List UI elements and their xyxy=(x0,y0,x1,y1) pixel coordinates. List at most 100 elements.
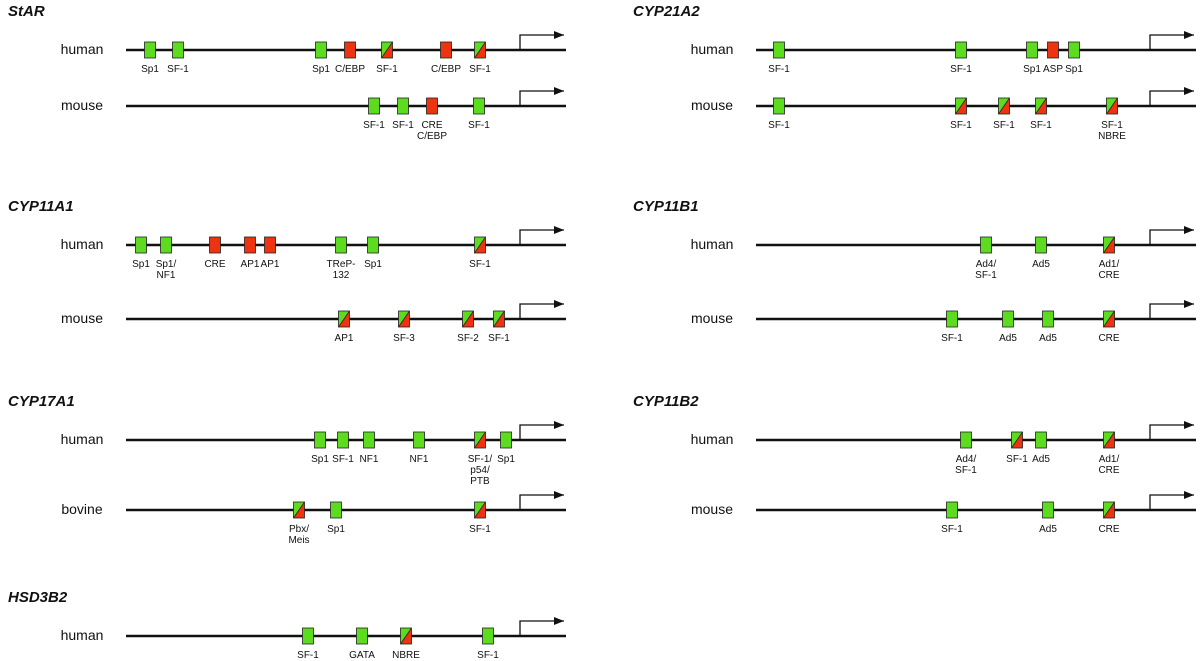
element-outline xyxy=(1103,310,1115,328)
binding-element-green: SF-1 xyxy=(477,627,499,661)
element-label: SF-1 xyxy=(469,64,491,75)
binding-element-split: SF-2 xyxy=(457,310,479,344)
binding-element-green: Sp1 xyxy=(1023,41,1041,75)
element-divider xyxy=(462,310,474,328)
element-label: SF-1 xyxy=(332,454,354,465)
element-box xyxy=(946,501,958,519)
element-box xyxy=(356,627,368,645)
element-box xyxy=(473,97,485,115)
binding-element-green: Sp1 xyxy=(141,41,159,75)
element-label: SF-1 xyxy=(1006,454,1028,465)
element-label: Ad5 xyxy=(1039,524,1057,535)
binding-element-split: SF-1 xyxy=(993,97,1015,131)
binding-element-split: SF-3 xyxy=(393,310,415,344)
transcription-start-arrow xyxy=(1149,491,1194,510)
element-box xyxy=(172,41,184,59)
element-box xyxy=(1026,41,1038,59)
binding-element-green: SF-1 xyxy=(768,41,790,75)
element-label: Sp1 xyxy=(497,454,515,465)
element-label: SF-1 xyxy=(955,465,977,476)
element-label: NF1 xyxy=(157,270,176,281)
element-label: Ad4/ xyxy=(976,259,997,270)
element-outline xyxy=(1103,236,1115,254)
element-label: AP1 xyxy=(261,259,280,270)
element-label: CRE xyxy=(1098,524,1119,535)
element-label: AP1 xyxy=(335,333,354,344)
transcription-start-arrow xyxy=(519,87,564,106)
binding-element-split: Ad1/CRE xyxy=(1098,236,1120,281)
element-label: GATA xyxy=(349,650,375,661)
binding-element-red: AP1 xyxy=(241,236,260,270)
element-divider xyxy=(1103,236,1115,254)
binding-element-red: ASP xyxy=(1043,41,1063,75)
binding-element-red: C/EBP xyxy=(335,41,365,75)
binding-element-green: Sp1 xyxy=(497,431,515,465)
element-divider xyxy=(400,627,412,645)
element-outline xyxy=(474,431,486,449)
binding-element-green: SF-1 xyxy=(392,97,414,131)
element-outline xyxy=(293,501,305,519)
binding-element-green: Sp1 xyxy=(327,501,345,535)
binding-element-green: Sp1/NF1 xyxy=(156,236,177,281)
element-label: NF1 xyxy=(360,454,379,465)
element-divider xyxy=(1106,97,1118,115)
element-outline xyxy=(474,41,486,59)
element-label: SF-1 xyxy=(469,259,491,270)
element-label: SF-1 xyxy=(950,64,972,75)
element-outline xyxy=(381,41,393,59)
binding-element-split: NBRE xyxy=(392,627,420,661)
element-outline xyxy=(398,310,410,328)
element-box xyxy=(482,627,494,645)
transcription-start-arrow xyxy=(1149,300,1194,319)
binding-element-green: GATA xyxy=(349,627,375,661)
binding-element-green: SF-1 xyxy=(332,431,354,465)
transcription-start-arrow xyxy=(519,31,564,50)
element-outline xyxy=(1106,97,1118,115)
element-outline xyxy=(474,501,486,519)
binding-element-green: Sp1 xyxy=(132,236,150,270)
element-label: SF-1 xyxy=(1101,120,1123,131)
element-label: SF-1 xyxy=(468,120,490,131)
element-label: SF-1 xyxy=(167,64,189,75)
binding-element-red: AP1 xyxy=(261,236,280,270)
gene-title: CYP11B2 xyxy=(633,393,699,410)
species-label: human xyxy=(691,236,734,252)
element-label: 132 xyxy=(333,270,350,281)
binding-element-green: Ad5 xyxy=(999,310,1017,344)
element-box xyxy=(330,501,342,519)
element-label: SF-1 xyxy=(1030,120,1052,131)
binding-element-green: Ad4/SF-1 xyxy=(955,431,977,476)
binding-element-green: Ad5 xyxy=(1039,310,1057,344)
element-box xyxy=(344,41,356,59)
element-divider xyxy=(338,310,350,328)
binding-element-split: SF-1 xyxy=(488,310,510,344)
element-label: CRE xyxy=(1098,333,1119,344)
binding-element-split: SF-1 xyxy=(376,41,398,75)
binding-element-split: AP1 xyxy=(335,310,354,344)
element-label: SF-1 xyxy=(941,524,963,535)
element-divider xyxy=(474,236,486,254)
binding-element-green: Ad5 xyxy=(1032,236,1050,270)
transcription-start-arrow xyxy=(1149,226,1194,245)
element-box xyxy=(363,431,375,449)
element-label: SF-1 xyxy=(941,333,963,344)
element-label: SF-1 xyxy=(392,120,414,131)
element-outline xyxy=(1103,501,1115,519)
transcription-start-arrow xyxy=(519,300,564,319)
binding-element-green: TReP-132 xyxy=(327,236,355,281)
element-outline xyxy=(998,97,1010,115)
element-divider xyxy=(493,310,505,328)
element-label: SF-1 xyxy=(993,120,1015,131)
binding-element-split: SF-1 xyxy=(1006,431,1028,465)
element-label: CRE xyxy=(421,120,442,131)
binding-element-red: C/EBP xyxy=(431,41,461,75)
species-label: mouse xyxy=(61,97,103,113)
element-box xyxy=(1035,236,1047,254)
